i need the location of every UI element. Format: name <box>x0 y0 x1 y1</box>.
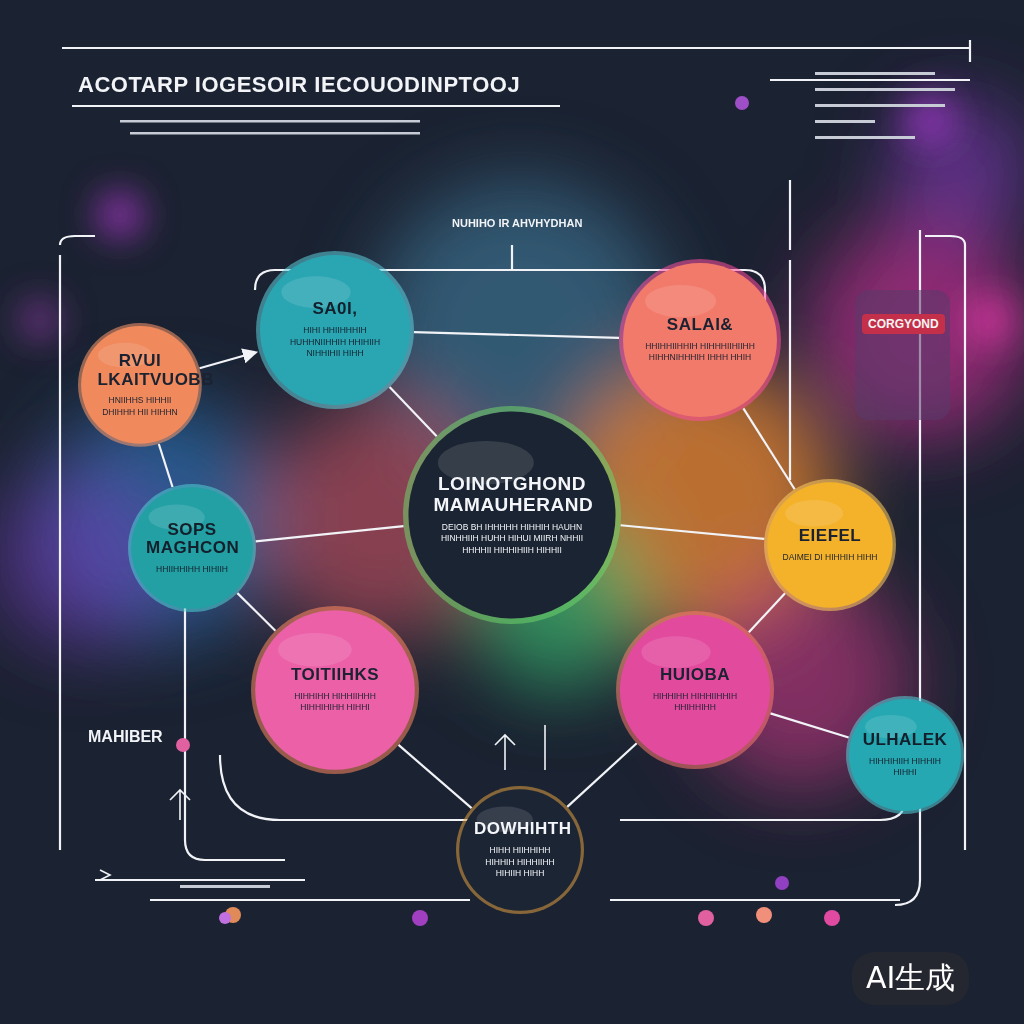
connector <box>567 743 636 807</box>
connector <box>237 593 275 631</box>
topic-circle: SA0I, HIHI HHIIHHHIH HUHHNIIHHIH HHIHIIH … <box>256 251 414 409</box>
node-body: HIHHIHH HIHHIIHHH HIHHIHIHH HIHHI <box>275 691 396 714</box>
node-heading: TOITIIHKS <box>275 666 396 685</box>
topic-circle: SALAI&HHIHHIIHHIH HIHHHIIHIIHH HIHHNIHHH… <box>619 259 781 421</box>
connector <box>749 593 785 632</box>
node-body: DAIMEI DI HIHHIH HIHH <box>783 552 878 563</box>
node-body: HHIHHIIHHIH HIHHHIIHIIHH HIHHNIHHHIH IHH… <box>642 341 759 364</box>
node-heading: SALAI& <box>642 316 759 335</box>
connector <box>414 332 619 338</box>
node-body: HIHHIHH HIHHIIHHIH HHIHHIHH <box>638 691 752 714</box>
connector <box>399 745 472 808</box>
tag-label: CORGYOND <box>862 314 945 334</box>
node-body: HHIIHHIHH HIHIIH <box>146 564 238 575</box>
circle-content: HUIOBA HIHHIHH HIHHIIHHIH HHIHHIHH <box>616 611 774 769</box>
node-body: HIHH HIIHHIHH HIHHIH HIHHIIHH HIHIIH HIH… <box>474 845 566 879</box>
circle-outline <box>619 259 781 421</box>
circle-outline <box>251 606 419 774</box>
circle-outline <box>616 611 774 769</box>
circle-content: SA0I, HIHI HHIIHHHIH HUHHNIIHHIH HHIHIIH … <box>256 251 414 409</box>
node-body: HNIIHHS HIHHII DHIHHH HII HIHHN <box>97 395 182 418</box>
watermark: AI生成 <box>852 952 969 1005</box>
node-heading: RVUI LKAITVUOBB <box>97 352 182 389</box>
circle-outline <box>403 406 621 624</box>
node-body: DEIOB BH IHHHHH HIHHIH HAUHN HINHHIIH HU… <box>434 522 591 556</box>
circle-content: RVUI LKAITVUOBB HNIIHHS HIHHII DHIHHH HII… <box>78 323 202 447</box>
connector <box>256 526 404 541</box>
topic-blob: TOITIIHKS HIHHIHH HIHHIIHHH HIHHIHIHH HIH… <box>251 606 419 774</box>
connector <box>770 713 848 737</box>
node-body: HIHHIHIIH HIHHIH HIHHI <box>863 756 948 779</box>
section-heading: NUHIHO IR AHVHYDHAN <box>452 217 582 229</box>
node-heading: ULHALEK <box>863 731 948 750</box>
hub-circle: LOINOTGHOND MAMAUHERAND DEIOB BH IHHHHH H… <box>403 406 621 624</box>
deco-dots <box>176 96 950 926</box>
circle-content: ULHALEK HIHHIHIIH HIHHIH HIHHI <box>846 696 964 814</box>
node-heading: DOWHIHTH <box>474 820 566 839</box>
connector <box>621 525 765 539</box>
node-heading: LOINOTGHOND MAMAUHERAND <box>434 474 591 516</box>
topic-circle: SOPS MAGHCON HHIIHHIHH HIHIIH <box>128 484 256 612</box>
micro-text <box>120 72 955 888</box>
node-heading: SOPS MAGHCON <box>146 521 238 558</box>
connector <box>743 408 794 489</box>
topic-circle: HUIOBA HIHHIHH HIHHIIHHIH HHIHHIHH <box>616 611 774 769</box>
node-heading: HUIOBA <box>638 666 752 685</box>
diagram-title: ACOTARP IOGESOIR IECOUODINPTOOJ <box>78 72 520 98</box>
topic-circle: RVUI LKAITVUOBB HNIIHHS HIHHII DHIHHH HII… <box>78 323 202 447</box>
circle-content: SOPS MAGHCON HHIIHHIHH HIHIIH <box>128 484 256 612</box>
circle-outline <box>846 696 964 814</box>
frame <box>60 40 970 905</box>
connector <box>159 444 173 487</box>
topic-circle: EIEFEL DAIMEI DI HIHHIH HIHH <box>764 479 896 611</box>
node-body: HIHI HHIIHHHIH HUHHNIIHHIH HHIHIIH NIHHI… <box>278 325 392 359</box>
circle-content: DOWHIHTH HIHH HIIHHIHH HIHHIH HIHHIIHH HI… <box>456 786 584 914</box>
topic-circle: ULHALEK HIHHIHIIH HIHHIH HIHHI <box>846 696 964 814</box>
circle-content: EIEFEL DAIMEI DI HIHHIH HIHH <box>764 479 896 611</box>
hub-circle: DOWHIHTH HIHH HIIHHIHH HIHHIH HIHHIIHH HI… <box>456 786 584 914</box>
circle-content: TOITIIHKS HIHHIHH HIHHIIHHH HIHHIHIHH HIH… <box>251 606 419 774</box>
connector <box>200 353 256 369</box>
circle-outline <box>764 479 896 611</box>
node-heading: SA0I, <box>278 300 392 319</box>
side-label: MAHIBER <box>88 728 163 746</box>
circle-content: SALAI&HHIHHIIHHIH HIHHHIIHIIHH HIHHNIHHH… <box>619 259 781 421</box>
connector <box>390 387 437 436</box>
circle-content: LOINOTGHOND MAMAUHERAND DEIOB BH IHHHHH H… <box>403 406 621 624</box>
node-heading: EIEFEL <box>783 527 878 546</box>
glow <box>0 100 1024 790</box>
